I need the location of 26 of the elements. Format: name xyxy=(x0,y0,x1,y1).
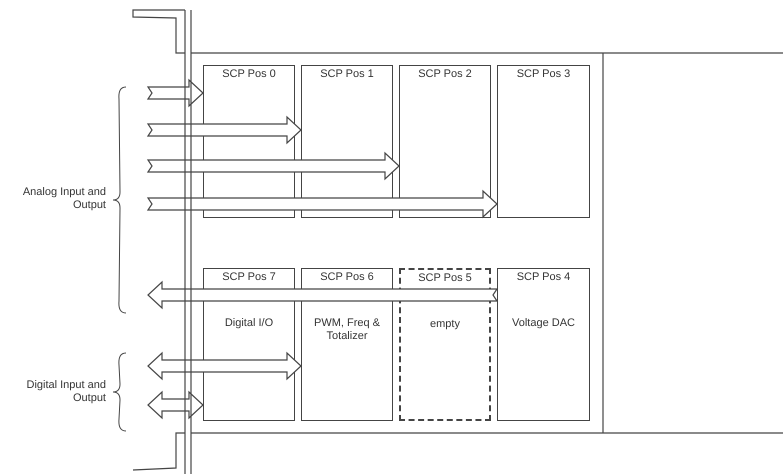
signal-arrow xyxy=(146,78,204,108)
slot-title: SCP Pos 4 xyxy=(516,271,572,284)
slot-title: SCP Pos 5 xyxy=(417,272,473,285)
slot-box xyxy=(497,65,590,218)
signal-arrow xyxy=(146,152,400,180)
slot-description: Voltage DAC xyxy=(511,317,576,330)
slot-title: SCP Pos 2 xyxy=(417,68,473,81)
empty-slot-box xyxy=(399,268,491,421)
slot-box xyxy=(399,65,491,218)
slot-description: PWM, Freq & Totalizer xyxy=(312,317,381,343)
group-label: Digital Input and Output xyxy=(26,379,106,405)
slot-title: SCP Pos 0 xyxy=(221,68,277,81)
signal-arrow xyxy=(147,390,204,420)
slot-title: SCP Pos 7 xyxy=(221,271,277,284)
slot-description: empty xyxy=(429,318,461,331)
signal-arrow xyxy=(147,352,302,380)
signal-arrow xyxy=(147,280,498,310)
signal-arrow xyxy=(146,116,302,144)
signal-arrow xyxy=(146,190,498,218)
slot-title: SCP Pos 1 xyxy=(319,68,375,81)
slot-title: SCP Pos 3 xyxy=(516,68,572,81)
slot-description: Digital I/O xyxy=(224,317,274,330)
slot-box xyxy=(301,268,393,421)
slot-box xyxy=(497,268,590,421)
slot-title: SCP Pos 6 xyxy=(319,271,375,284)
group-label: Analog Input and Output xyxy=(22,186,106,212)
